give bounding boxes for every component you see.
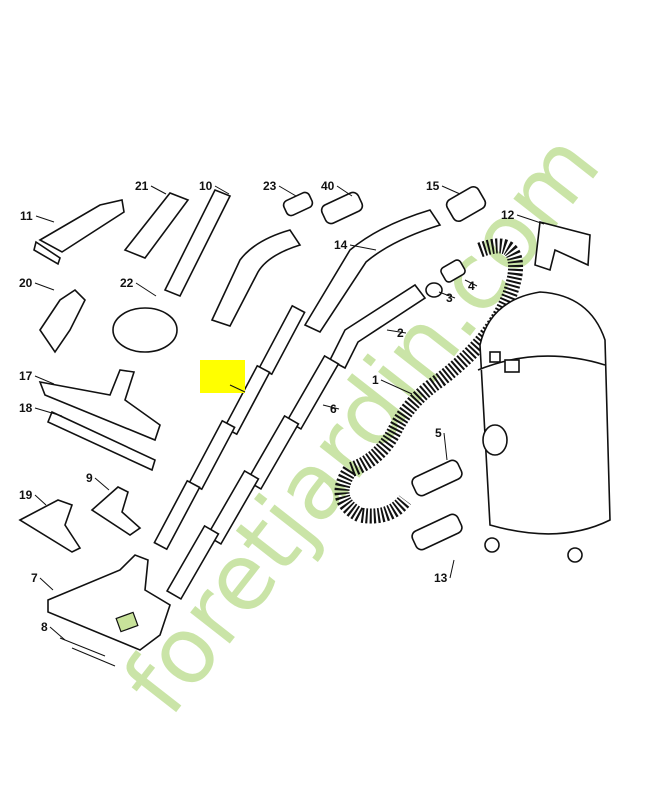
part-label: 23 — [263, 179, 277, 193]
leader-line — [438, 291, 456, 299]
part-7-switch — [115, 611, 139, 633]
part-label: 9 — [86, 471, 93, 485]
leader-line — [278, 185, 297, 197]
part-8-strips — [59, 637, 116, 667]
part-19-nozzle — [18, 499, 82, 553]
part-label: 40 — [321, 179, 335, 193]
part-label: 1 — [372, 373, 379, 387]
part-5-adapter — [411, 459, 463, 497]
leader-line — [35, 215, 55, 223]
part-label: 12 — [501, 208, 515, 222]
leader-line — [135, 282, 157, 297]
part-12-bracket — [534, 220, 591, 272]
part-bent-pipe — [210, 229, 302, 327]
leader-line — [386, 329, 407, 334]
part-label: 18 — [19, 401, 33, 415]
part-23-adapter — [282, 191, 314, 217]
part-4-nut — [440, 259, 466, 283]
part-label: 6 — [330, 402, 337, 416]
part-label: 4 — [468, 279, 475, 293]
leader-line — [34, 375, 55, 385]
part-label: 22 — [120, 276, 134, 290]
part-40-adapter — [320, 191, 364, 225]
leader-line — [34, 494, 47, 506]
part-10-crevice-tool — [163, 188, 232, 298]
leader-line — [380, 379, 413, 395]
part-label: 17 — [19, 369, 33, 383]
part-label: 10 — [199, 179, 213, 193]
part-label: 21 — [135, 179, 149, 193]
leader-line — [34, 282, 55, 291]
leader-line — [443, 432, 448, 461]
leader-line — [214, 185, 230, 195]
part-label: 15 — [426, 179, 440, 193]
part-label: 7 — [31, 571, 38, 585]
part-label: 20 — [19, 276, 33, 290]
leader-line — [464, 279, 478, 287]
part-17-floor-nozzle — [38, 369, 161, 442]
highlight-marker — [200, 360, 245, 393]
leader-line — [441, 185, 461, 195]
leader-line — [39, 577, 54, 591]
part-label: 5 — [435, 426, 442, 440]
part-20-nozzle — [39, 288, 86, 354]
part-6-extension-tubes — [153, 304, 340, 601]
part-22-round-brush — [112, 307, 178, 353]
part-11-upholstery-brush — [33, 199, 125, 266]
part-21-crevice-nozzle — [123, 192, 190, 259]
part-label: 11 — [20, 209, 33, 223]
leader-line — [516, 214, 545, 225]
leader-line — [322, 404, 340, 410]
leader-line — [336, 185, 353, 197]
part-label: 2 — [397, 326, 404, 340]
leader-line — [34, 407, 63, 417]
part-label: 13 — [434, 571, 448, 585]
part-18-brush-strip — [46, 410, 156, 472]
part-number-labels: 11 21 10 23 40 15 12 14 20 22 3 4 2 17 1 6 18 5 9 19 7 13 8 — [19, 179, 545, 641]
part-vacuum-body — [477, 291, 611, 563]
part-14-handle — [303, 209, 442, 334]
leader-line — [94, 477, 110, 491]
part-label: 3 — [446, 291, 453, 305]
parts-artwork — [18, 186, 611, 667]
leader-line — [150, 185, 167, 195]
leader-line — [349, 244, 377, 251]
part-13-adapter — [411, 513, 463, 551]
part-label: 19 — [19, 488, 33, 502]
leader-line — [49, 626, 66, 641]
part-label: 14 — [334, 238, 348, 252]
part-3-ring — [425, 282, 443, 298]
part-label: 8 — [41, 620, 48, 634]
part-2-elbow — [328, 283, 427, 370]
part-7-floor-nozzle — [47, 554, 171, 651]
part-1-hose — [334, 238, 524, 524]
leader-line — [449, 559, 455, 579]
part-9-nozzle — [90, 486, 142, 536]
